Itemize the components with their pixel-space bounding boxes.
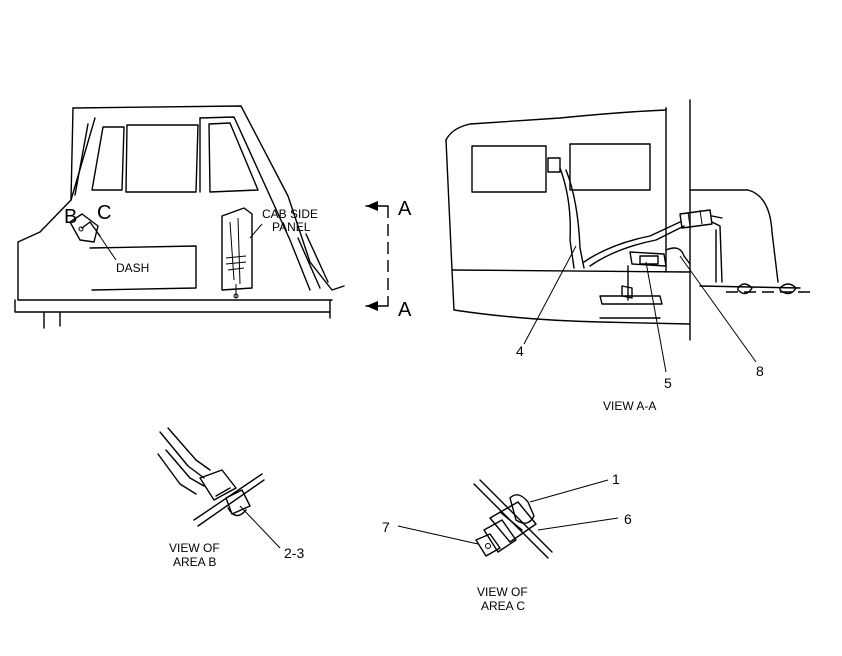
view-aa-caption: VIEW A-A	[603, 399, 656, 413]
view-area-c-drawing	[397, 479, 619, 559]
callout-8: 8	[756, 363, 764, 379]
dash-label: DASH	[116, 261, 149, 275]
callout-5: 5	[664, 375, 672, 391]
callout-1: 1	[612, 471, 620, 487]
callout-2-3: 2-3	[284, 545, 304, 561]
view-area-b-caption-line2: AREA B	[173, 555, 216, 569]
section-a-bottom-label: A	[398, 299, 412, 321]
area-b-label: B	[64, 206, 77, 228]
section-line-a-a	[365, 201, 389, 311]
callout-4: 4	[516, 343, 524, 359]
view-area-c-caption-line2: AREA C	[481, 599, 525, 613]
cab-side-panel-label-line2: PANEL	[272, 220, 311, 234]
section-a-top-label: A	[398, 198, 412, 220]
view-area-b-drawing	[157, 427, 281, 549]
callout-6: 6	[624, 511, 632, 527]
callout-7: 7	[382, 519, 390, 535]
view-aa-drawing	[445, 99, 810, 373]
view-area-c-caption-line1: VIEW OF	[477, 585, 528, 599]
cab-overview-drawing	[14, 105, 345, 329]
view-area-b-caption-line1: VIEW OF	[169, 541, 220, 555]
cab-side-panel-label-line1: CAB SIDE	[262, 207, 318, 221]
area-c-label: C	[97, 202, 111, 224]
